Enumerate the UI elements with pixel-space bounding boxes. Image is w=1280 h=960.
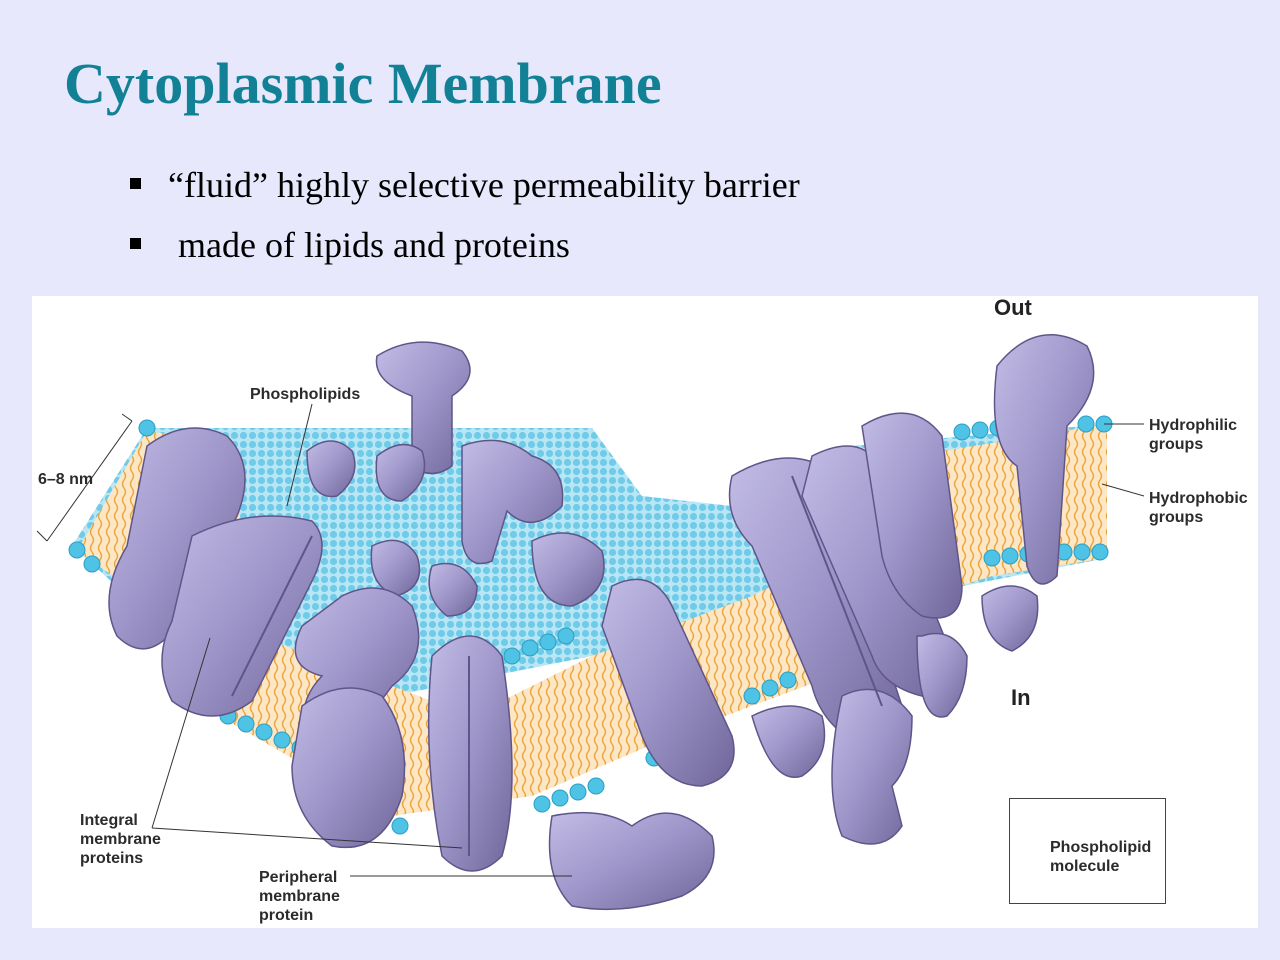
protein-cluster (306, 440, 356, 498)
protein-cluster (428, 562, 478, 617)
protein-cluster (531, 532, 605, 607)
membrane-illustration (36, 334, 1145, 911)
protein-cluster (375, 443, 426, 502)
out-label: Out (994, 295, 1032, 320)
integral-proteins-label: Integral membrane proteins (80, 812, 161, 867)
phospholipid-molecule-label: Phospholipid molecule (1050, 839, 1152, 875)
hydrophobic-label: Hydrophobic groups (1149, 490, 1248, 526)
integral-protein (427, 635, 513, 872)
membrane-figure: Out In Phospholipids 6–8 nm Hydrophilic … (32, 296, 1258, 928)
integral-protein (291, 687, 406, 849)
slide-title: Cytoplasmic Membrane (64, 51, 662, 116)
bullet-text: “fluid” highly selective permeability ba… (168, 165, 800, 205)
bullet-square-icon (130, 238, 141, 249)
integral-protein (993, 334, 1095, 585)
integral-leader-line (151, 637, 463, 849)
bullet-text: made of lipids and proteins (178, 225, 570, 265)
thickness-label: 6–8 nm (38, 471, 94, 488)
peripheral-protein (548, 811, 715, 911)
peripheral-protein (916, 632, 968, 718)
bullet-square-icon (130, 178, 141, 189)
protein-cluster (375, 341, 471, 475)
legend-box (1009, 798, 1166, 904)
phospholipids-leader-line (286, 403, 313, 507)
peripheral-protein (751, 705, 826, 778)
protein-cluster (370, 539, 421, 597)
integral-protein (861, 412, 963, 619)
hydrophobic-leader-line (1101, 483, 1145, 497)
phospholipids-label: Phospholipids (250, 386, 361, 403)
peripheral-protein-label: Peripheral membrane protein (259, 869, 340, 924)
protein-cluster (461, 439, 564, 565)
thickness-arrow (36, 413, 133, 542)
peripheral-protein (981, 585, 1039, 652)
peripheral-protein (831, 688, 913, 845)
integral-protein (601, 578, 735, 787)
in-label: In (1011, 685, 1031, 710)
hydrophilic-label: Hydrophilic groups (1149, 417, 1238, 453)
